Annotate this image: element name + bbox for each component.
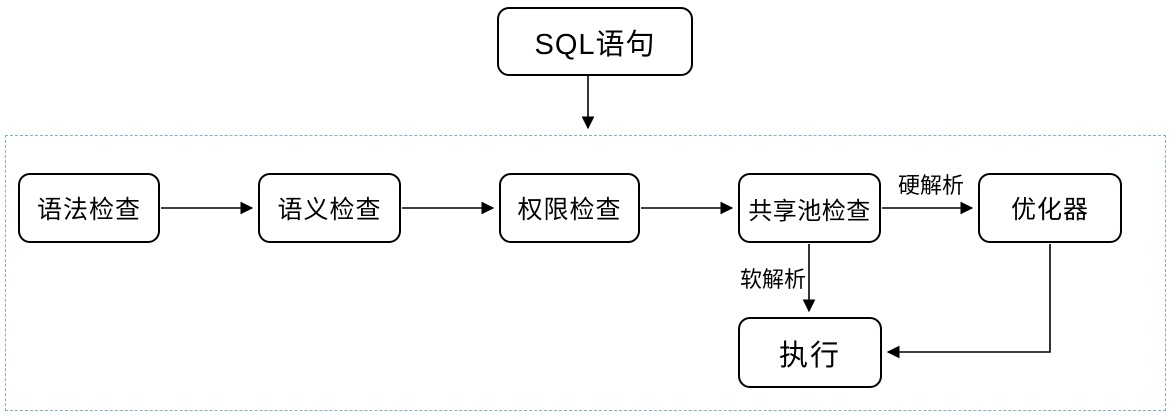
node-privilege-check: 权限检查 <box>499 173 640 243</box>
edge-label-hard-parse: 硬解析 <box>897 173 964 198</box>
edge-label-soft-parse: 软解析 <box>739 267 806 292</box>
node-execute: 执行 <box>738 317 882 388</box>
node-sql-statement: SQL语句 <box>497 7 693 76</box>
node-optimizer: 优化器 <box>978 173 1122 243</box>
node-semantic-check-label: 语义检查 <box>277 196 382 224</box>
server-process-container <box>5 135 1166 411</box>
node-semantic-check: 语义检查 <box>258 173 401 243</box>
node-shared-pool-check: 共享池检查 <box>738 173 881 243</box>
node-syntax-check-label: 语法检查 <box>36 196 141 224</box>
node-execute-label: 执行 <box>778 339 841 372</box>
node-optimizer-label: 优化器 <box>1010 196 1089 224</box>
node-syntax-check: 语法检查 <box>18 173 160 243</box>
node-shared-pool-check-label: 共享池检查 <box>748 197 871 225</box>
node-sql-statement-label: SQL语句 <box>534 28 656 61</box>
node-privilege-check-label: 权限检查 <box>517 196 622 224</box>
